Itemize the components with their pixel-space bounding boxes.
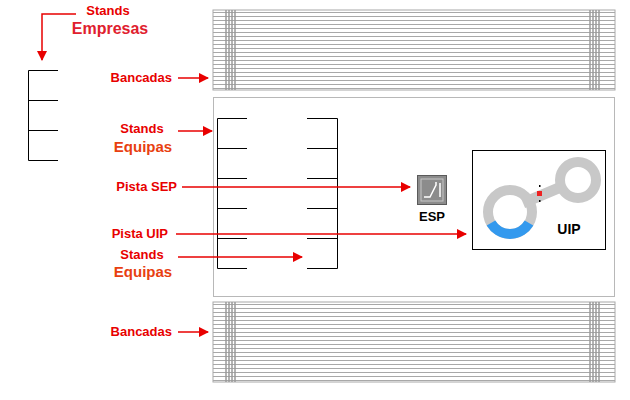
- callout-label: Equipas: [114, 138, 172, 156]
- callout-label: Equipas: [114, 263, 172, 281]
- track-name: ESP: [419, 209, 445, 224]
- callout-label: Bancadas: [111, 324, 172, 340]
- callout-label: Empresas: [72, 19, 149, 38]
- hall-floor: [214, 98, 615, 297]
- callout-label: Bancadas: [111, 70, 172, 86]
- esp-track-icon: ESP: [409, 172, 455, 228]
- bleachers: [213, 10, 615, 90]
- track-name: UIP: [557, 221, 580, 237]
- callout-arrows: [42, 14, 466, 332]
- uip-track-box: UIP: [472, 150, 606, 250]
- callout-label: Stands: [120, 247, 163, 263]
- bleachers: [213, 302, 615, 382]
- track-figure: [473, 151, 605, 249]
- callout-label: Pista UIP: [112, 226, 168, 242]
- team-stands: [218, 119, 338, 269]
- callout-label: Stands: [120, 121, 163, 137]
- callout-label: Pista SEP: [116, 179, 177, 195]
- callout-label: Stands: [86, 3, 129, 19]
- esp-icon: [417, 175, 447, 205]
- company-stands: [29, 71, 59, 161]
